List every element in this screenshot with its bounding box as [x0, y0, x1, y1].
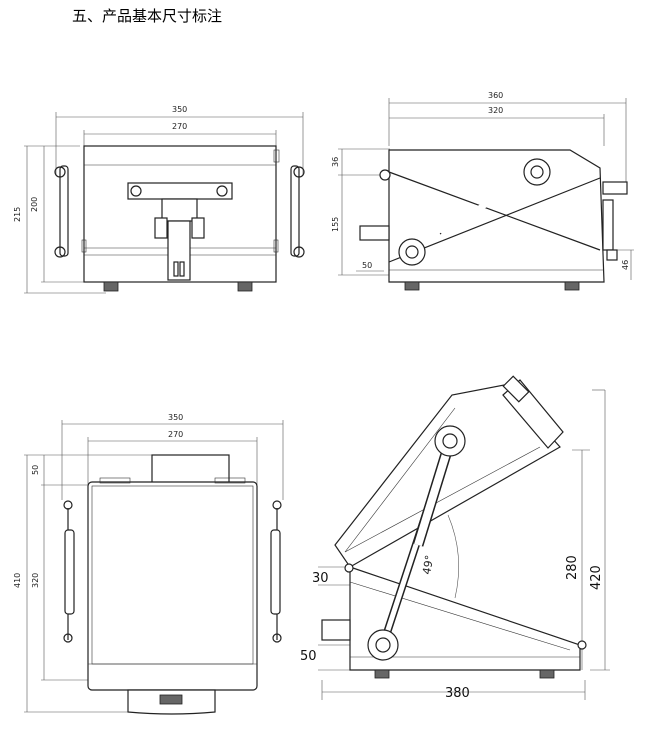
side-height-upper-label: 36 [331, 157, 340, 167]
side-height-lower-label: 155 [331, 217, 340, 232]
open-dim-30-label: 30 [312, 571, 329, 586]
open-height-hinge-label: 280 [565, 555, 580, 580]
front-view: 350 270 215 200 [13, 105, 305, 294]
side-width-outer-label: 360 [488, 91, 503, 100]
front-height-outer-label: 215 [13, 207, 22, 222]
side-width-inner-label: 320 [488, 106, 503, 115]
open-length-label: 380 [445, 686, 470, 701]
top-width-inner-label: 270 [168, 430, 183, 439]
top-depth-inner-label: 320 [31, 573, 40, 588]
top-view: 350 270 410 50 320 [13, 413, 284, 715]
page-title: 五、产品基本尺寸标注 [72, 7, 223, 25]
open-dim-50-label: 50 [300, 649, 317, 664]
side-view: 360 320 36 155 50 46 [331, 91, 634, 291]
top-offset-label: 50 [31, 465, 40, 475]
open-view: 420 280 30 50 380 49° [300, 375, 610, 701]
open-angle-label: 49° [420, 554, 436, 575]
top-depth-outer-label: 410 [13, 573, 22, 588]
side-offset-bottom-label: 50 [362, 261, 372, 270]
front-width-inner-label: 270 [172, 122, 187, 131]
front-width-outer-label: 350 [172, 105, 187, 114]
top-width-outer-label: 350 [168, 413, 183, 422]
front-height-inner-label: 200 [30, 197, 39, 212]
side-foot-height-label: 46 [621, 260, 630, 270]
open-height-total-label: 420 [589, 565, 604, 590]
